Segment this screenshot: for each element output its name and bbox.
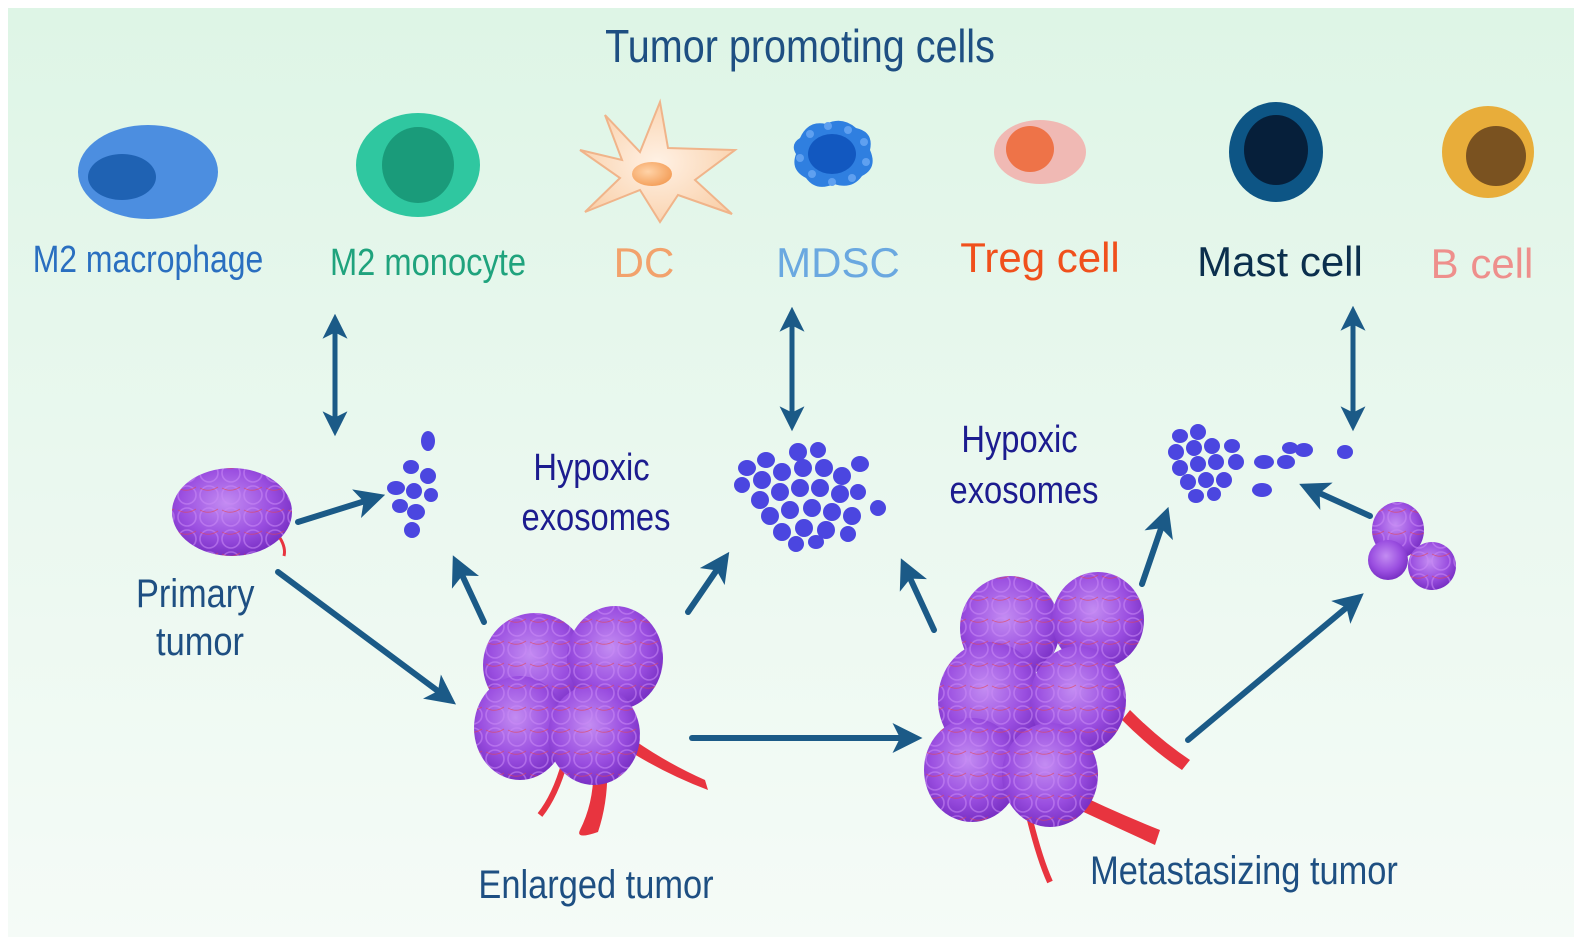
arrow-metastasizing-to-ctc <box>1185 593 1364 743</box>
enlarged-tumor-label: Enlarged tumor <box>478 862 713 907</box>
arrow-enlarged-to-large-exosomes <box>685 551 730 615</box>
m2-macrophage-icon <box>78 125 218 219</box>
circulating-tumor-cells-icon <box>1368 502 1456 590</box>
cell-label-dc: DC <box>614 239 675 286</box>
primary-tumor-icon <box>172 468 292 557</box>
hypoxic-label-1-line1: Hypoxic <box>533 446 649 489</box>
hypoxic-exosomes-label-1: Hypoxic exosomes <box>522 446 671 539</box>
arrow-metastasizing-to-large-exosomes <box>899 558 937 633</box>
b-cell-icon <box>1442 106 1534 198</box>
arrow-enlarged-to-small-exosomes <box>451 555 487 625</box>
enlarged-tumor-icon <box>474 606 708 836</box>
treg-cell-icon <box>994 120 1086 184</box>
cell-label-m2-macrophage: M2 macrophage <box>33 238 264 280</box>
exosome-cluster-small <box>387 431 438 538</box>
exosome-cluster-right <box>1168 424 1353 503</box>
arrow-ctc-to-exosomes <box>1299 482 1373 519</box>
exosome-cluster-large <box>734 442 886 552</box>
metastasizing-tumor-label: Metastasizing tumor <box>1090 848 1398 893</box>
arrow-metastasizing-to-right-exosomes <box>1139 506 1173 587</box>
primary-tumor-line2: tumor <box>156 619 244 664</box>
hypoxic-label-1-line2: exosomes <box>522 496 671 539</box>
cell-label-mast: Mast cell <box>1197 238 1363 285</box>
hypoxic-label-2-line2: exosomes <box>950 469 1099 512</box>
diagram-title: Tumor promoting cells <box>605 21 995 72</box>
primary-tumor-label: Primary tumor <box>136 571 264 664</box>
hypoxic-label-2-line1: Hypoxic <box>961 418 1077 461</box>
hypoxic-exosomes-label-2: Hypoxic exosomes <box>950 418 1099 512</box>
m2-monocyte-icon <box>356 113 480 217</box>
mdsc-icon <box>793 120 873 187</box>
cell-label-treg: Treg cell <box>960 234 1120 281</box>
dendritic-cell-icon <box>579 98 738 224</box>
cell-label-m2-monocyte: M2 monocyte <box>330 241 526 284</box>
metastasizing-tumor-icon <box>924 572 1190 884</box>
cell-label-mdsc: MDSC <box>776 239 900 286</box>
mast-cell-icon <box>1229 102 1323 202</box>
arrow-primary-to-exosomes <box>295 489 386 525</box>
primary-tumor-line1: Primary <box>136 571 255 616</box>
cell-label-b-cell: B cell <box>1431 240 1534 287</box>
arrow-primary-to-enlarged <box>275 569 457 705</box>
